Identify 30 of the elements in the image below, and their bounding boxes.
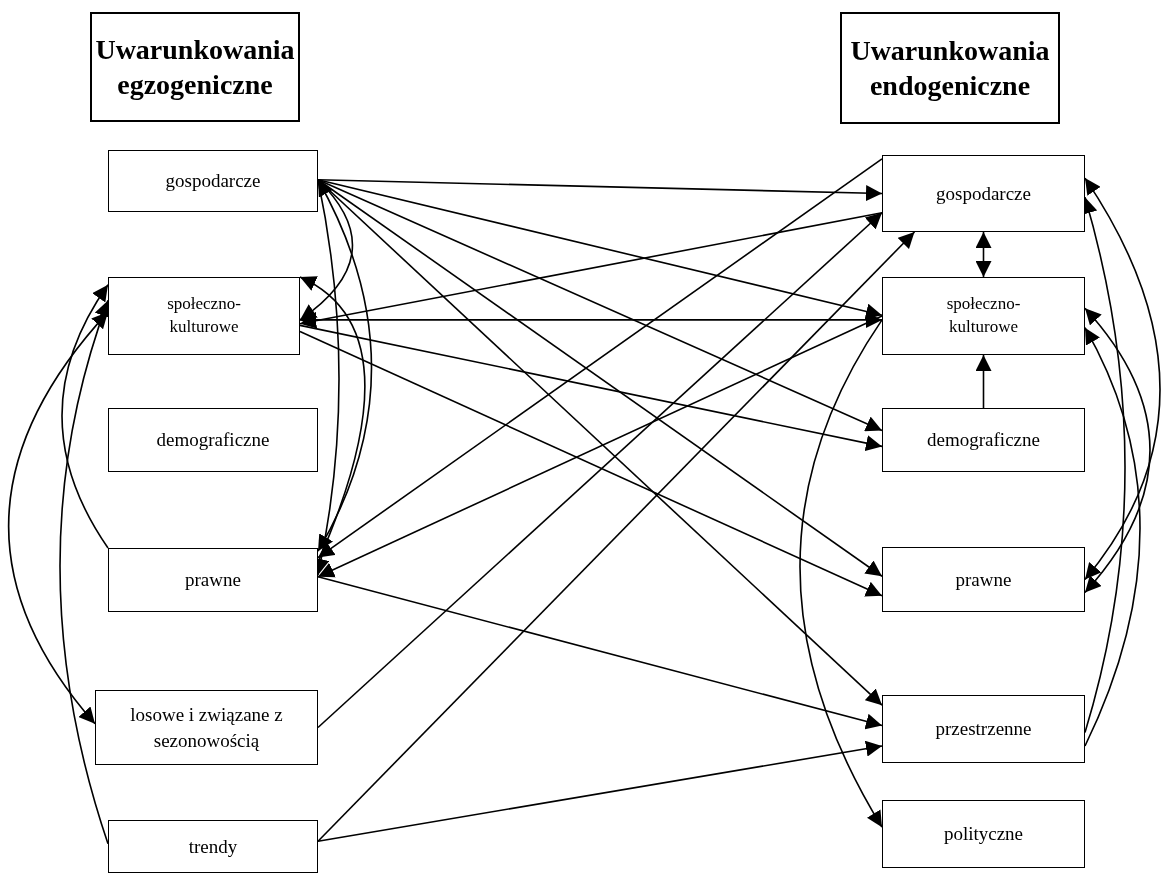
factor-box: społeczno-kulturowe — [108, 277, 300, 355]
factor-box: demograficzne — [108, 408, 318, 472]
arrow — [317, 576, 883, 730]
arrow — [299, 324, 883, 451]
arrow — [317, 740, 883, 842]
factor-box: polityczne — [882, 800, 1085, 868]
arrow — [975, 354, 992, 409]
factor-box: gospodarcze — [882, 155, 1085, 232]
arrow — [799, 319, 883, 828]
factor-box: trendy — [108, 820, 318, 873]
factor-box: prawne — [108, 548, 318, 612]
factor-box: demograficzne — [882, 408, 1085, 472]
arrow — [317, 178, 883, 202]
factor-box: gospodarcze — [108, 150, 318, 212]
header-box: Uwarunkowania endogeniczne — [840, 12, 1060, 124]
arrow — [7, 311, 109, 725]
arrow — [1084, 307, 1151, 594]
arrow — [975, 231, 992, 278]
arrow — [1084, 326, 1141, 747]
arrow — [299, 211, 883, 329]
header-box: Uwarunkowania egzogeniczne — [90, 12, 300, 122]
arrow — [317, 231, 916, 842]
arrow — [317, 178, 883, 320]
arrow — [1084, 177, 1161, 581]
factor-box: losowe i związane z sezonowością — [95, 690, 318, 765]
arrow — [61, 284, 109, 549]
factor-box: prawne — [882, 547, 1085, 612]
factor-box: społeczno-kulturowe — [882, 277, 1085, 355]
arrow — [299, 311, 883, 328]
factor-box: przestrzenne — [882, 695, 1085, 763]
